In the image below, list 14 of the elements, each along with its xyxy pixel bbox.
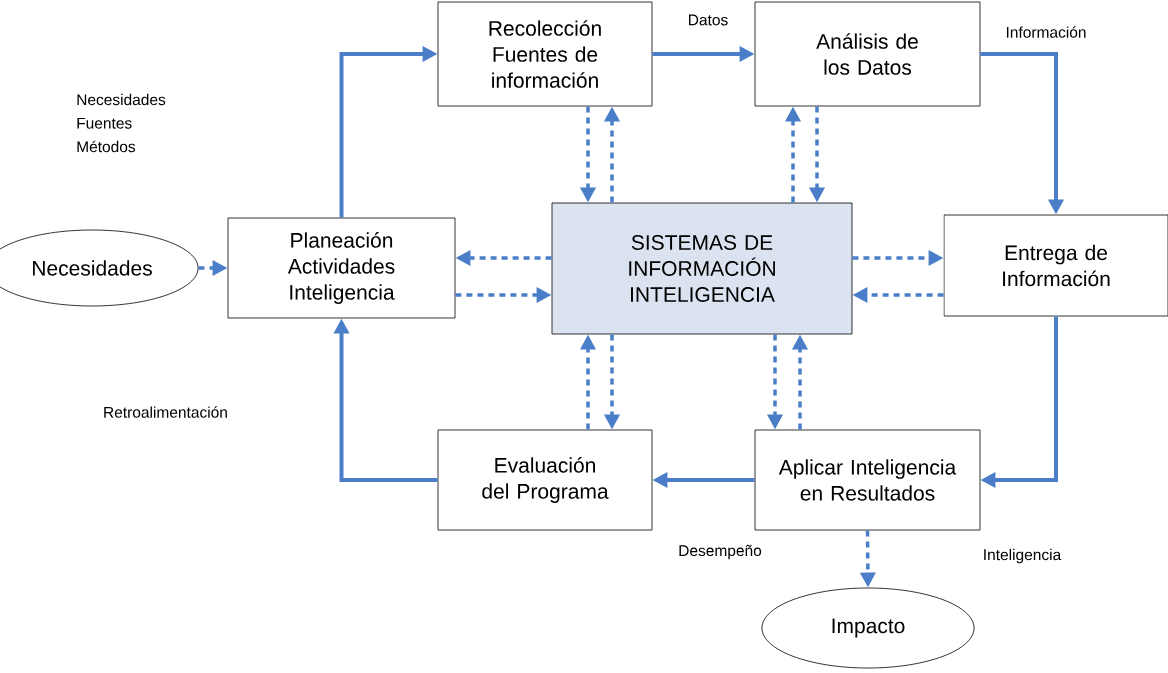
- process-box: Evaluación del Programa: [437, 429, 653, 531]
- edge-label: Desempeño: [679, 544, 762, 560]
- process-box: Análisis de los Datos: [754, 1, 981, 107]
- edge-label: Datos: [689, 14, 728, 26]
- process-box: Aplicar Inteligencia en Resultados: [754, 429, 981, 531]
- note-text: Necesidades Fuentes Métodos: [77, 93, 166, 153]
- note-text: Retroalimentación: [104, 406, 227, 418]
- system-box: SISTEMAS DE INFORMACIÓN INTELIGENCIA: [551, 202, 853, 335]
- oval: Impacto: [761, 587, 975, 669]
- note-text: Información: [1006, 26, 1086, 38]
- process-box: Recolección Fuentes de información: [437, 1, 653, 107]
- process-box: Entrega de Información: [943, 214, 1168, 317]
- process-box: Planeación Actividades Inteligencia: [227, 217, 456, 319]
- edge-label: Inteligencia: [984, 548, 1062, 564]
